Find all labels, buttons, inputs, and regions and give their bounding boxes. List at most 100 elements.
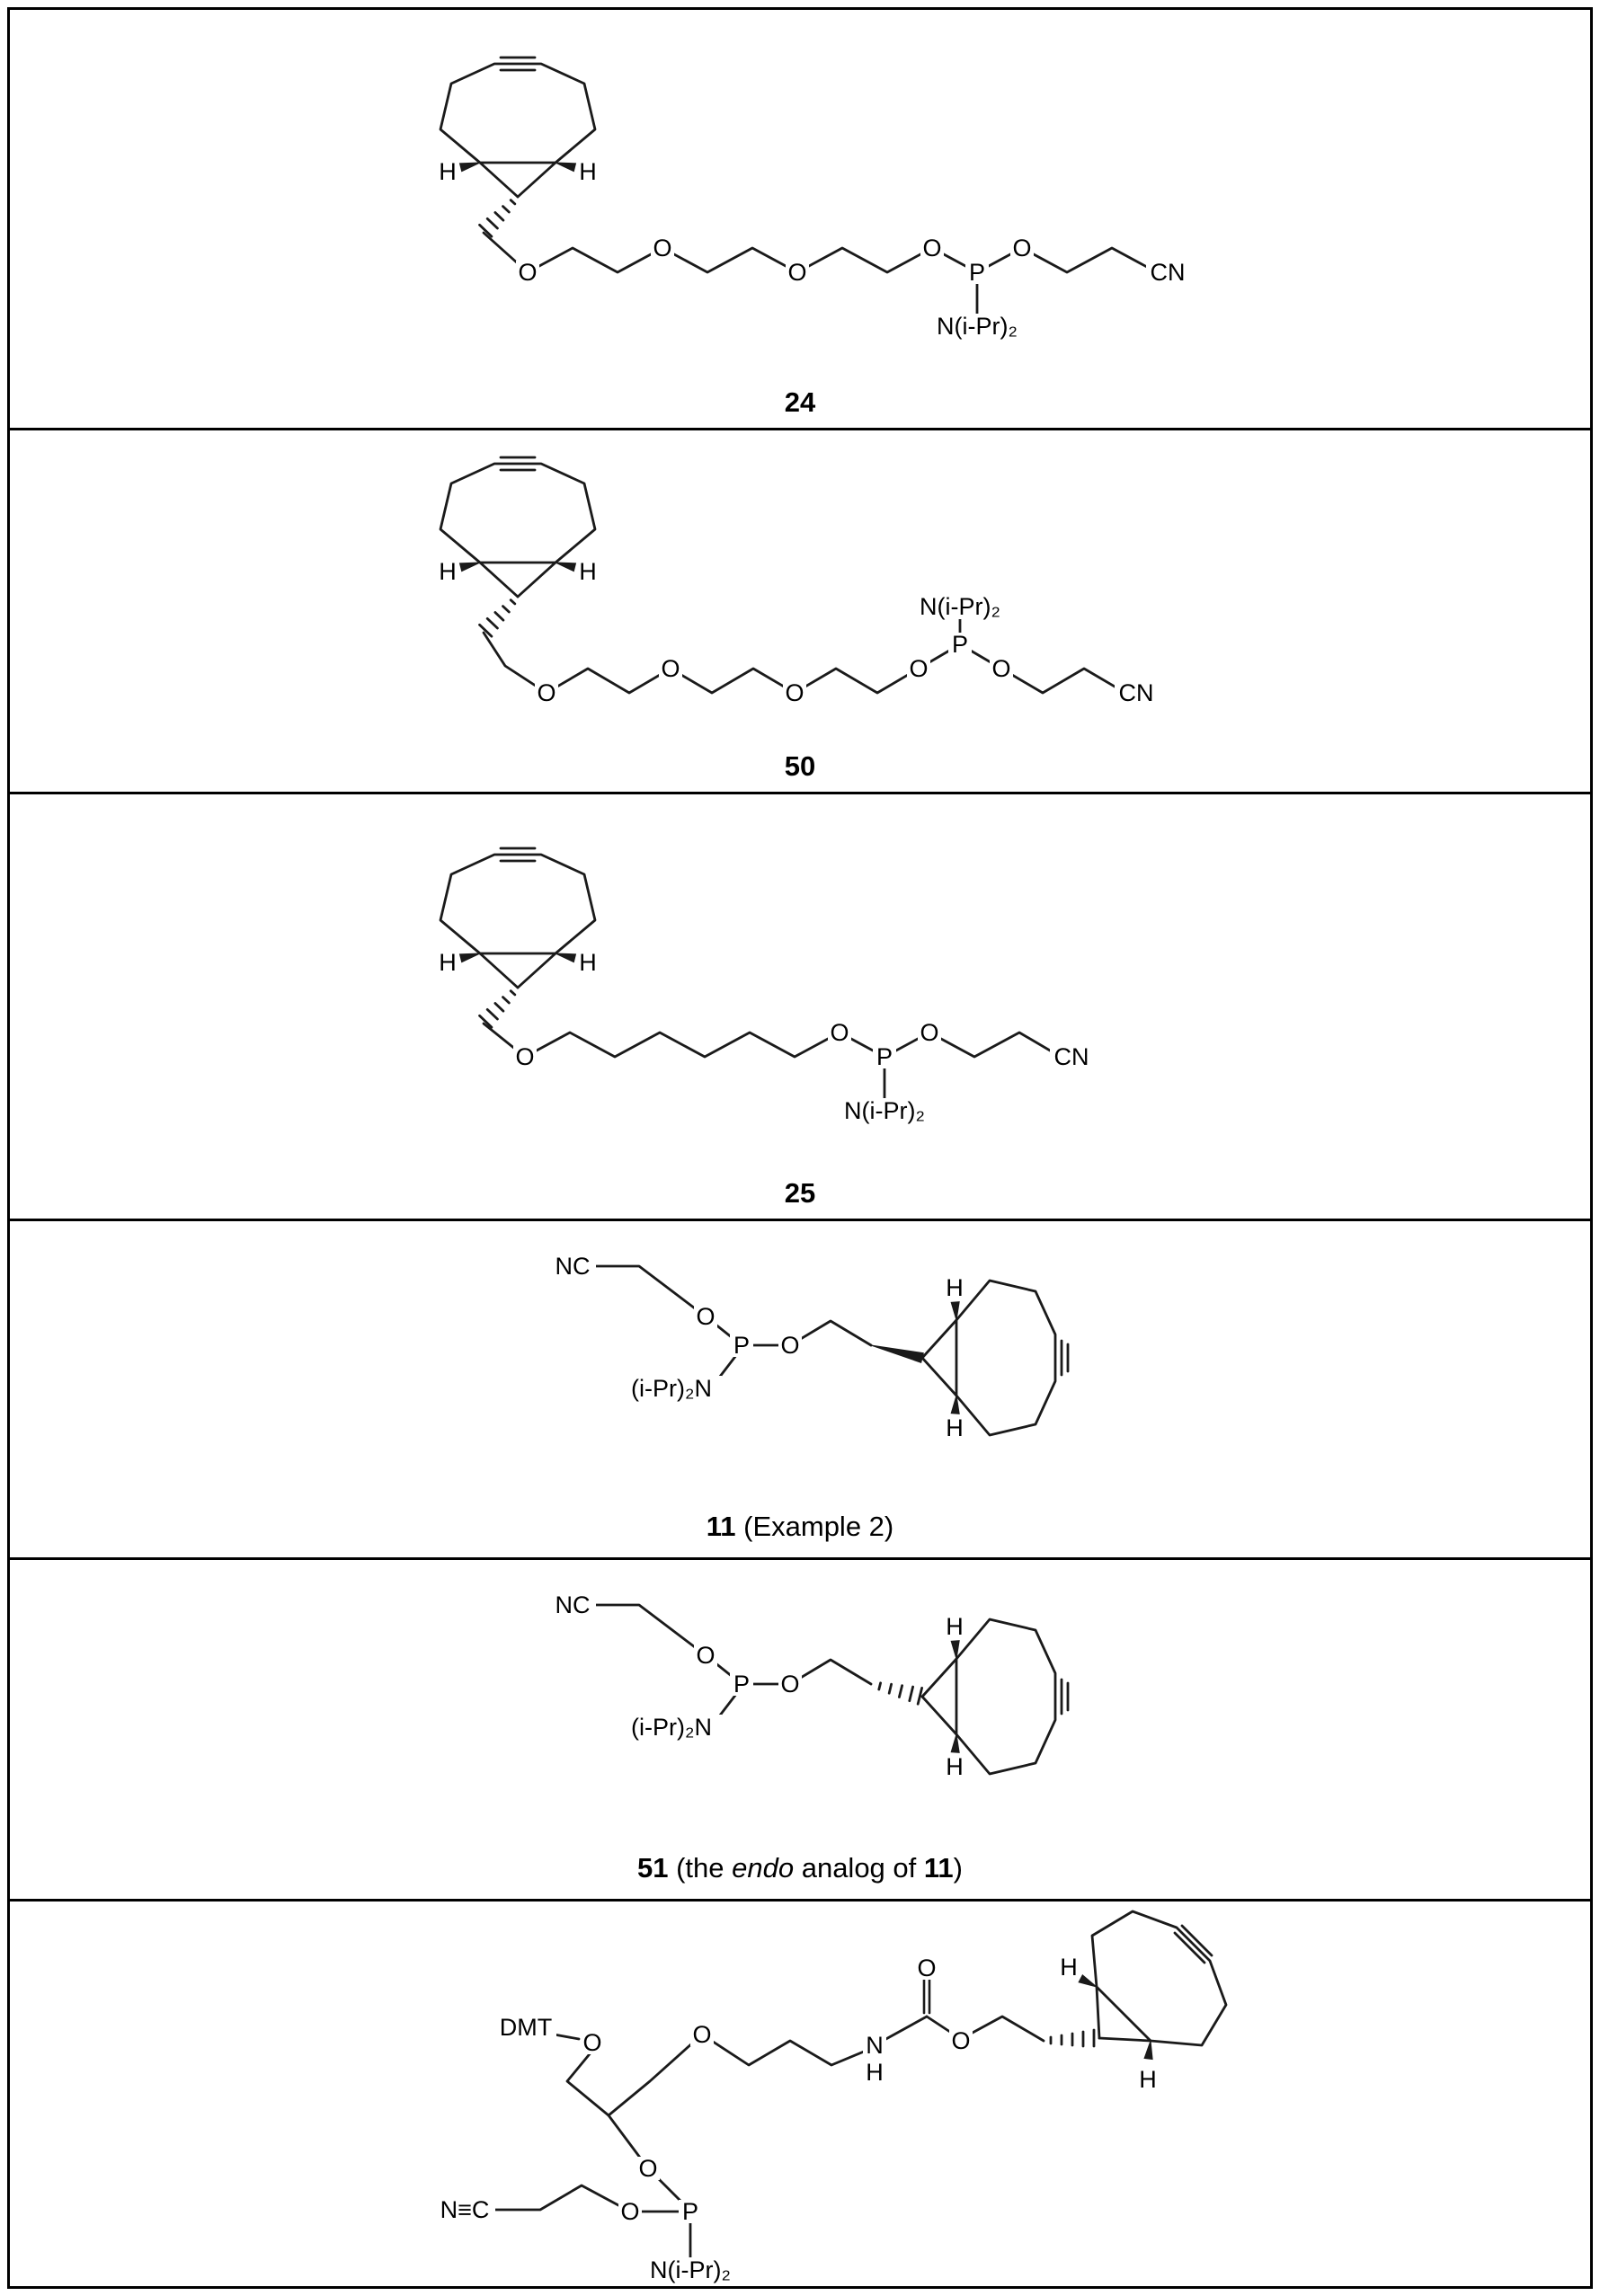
nitrile-label: NC [556, 1253, 591, 1280]
stereo-wedge-hashed [877, 1681, 923, 1706]
atom-label-o: O [1012, 235, 1031, 262]
compound-number: 24 [784, 386, 816, 418]
bcn-group [437, 456, 599, 598]
atom-label-p: P [733, 1332, 750, 1359]
panel-51: NC O P O (i-Pr)₂N 51 (the endo analog of… [10, 1560, 1590, 1902]
atom-label-o: O [922, 235, 941, 262]
ester-chain-bonds [959, 2015, 1045, 2043]
label-masks [549, 1593, 802, 1740]
atom-label-o: O [518, 259, 537, 286]
caption-51: 51 (the endo analog of 11) [10, 1852, 1590, 1884]
panel-11: NC O P O (i-Pr)₂N 11 (Example 2) [10, 1221, 1590, 1560]
cyclopropane-bond [1095, 1985, 1101, 2040]
compound-number: 51 [636, 1852, 669, 1884]
amine-label: (i-Pr)₂N [631, 1375, 712, 1402]
atom-label-o: O [537, 679, 556, 706]
atom-label-o: O [653, 235, 671, 262]
amine-label: N(i-Pr)₂ [920, 593, 1000, 620]
atom-label-o: O [515, 1043, 534, 1070]
linker-chain-bonds [583, 1603, 873, 1686]
bcn-group [437, 847, 599, 989]
compound-ref: 11 [923, 1852, 954, 1884]
caption-25: 25 [10, 1177, 1590, 1210]
caption-text: ) [953, 1852, 963, 1884]
panel-25: O O P O CN N(i-Pr)₂ 25 [10, 794, 1590, 1221]
panel-dmt-amidite: DMT O O N H O O O O P N≡C N(i-Pr)₂ H H [10, 1902, 1590, 2286]
caption-text: analog of [794, 1852, 924, 1884]
stereo-wedge-hashed [478, 598, 517, 638]
structure-11-drawing: NC O P O (i-Pr)₂N [549, 1253, 1070, 1443]
label-masks [513, 1021, 1093, 1123]
label-masks [535, 594, 1158, 705]
stereo-wedge-bold [870, 1344, 924, 1363]
atom-label-p: P [733, 1671, 750, 1698]
atom-label-o: O [780, 1671, 799, 1698]
nitrile-label: N≡C [440, 2196, 490, 2223]
atom-label-o: O [951, 2027, 970, 2054]
amine-label: (i-Pr)₂N [631, 1714, 712, 1741]
nh-h-label: H [866, 2059, 884, 2086]
atom-label-o: O [920, 1019, 938, 1046]
atom-label-o: O [582, 2029, 601, 2056]
caption-11: 11 (Example 2) [10, 1511, 1590, 1543]
compound-number: 25 [784, 1177, 816, 1209]
structures-table-frame: H H H H [7, 7, 1593, 2289]
atom-label-o: O [696, 1303, 715, 1330]
structure-dmt-drawing: DMT O O N H O O O O P N≡C N(i-Pr)₂ H H [434, 1910, 1228, 2283]
propyl-bonds [700, 2033, 876, 2067]
caption-50: 50 [10, 750, 1590, 783]
amine-label: N(i-Pr)₂ [844, 1097, 925, 1124]
atom-label-o: O [696, 1642, 715, 1669]
structure-25-drawing: O O P O CN N(i-Pr)₂ [437, 847, 1093, 1124]
atom-label-o: O [909, 655, 928, 682]
dmt-label: DMT [500, 2014, 552, 2041]
atom-label-o: O [620, 2198, 639, 2225]
nitrile-label: CN [1054, 1043, 1089, 1070]
h-label: H [1139, 2066, 1157, 2093]
atom-label-o: O [692, 2021, 711, 2048]
linker-chain-bonds [482, 231, 1159, 274]
h-stereo-wedge [1143, 2040, 1153, 2061]
cyclopropane-bond [1098, 2036, 1152, 2043]
caption-endo: endo [732, 1852, 795, 1884]
atom-label-p: P [682, 2198, 698, 2225]
cyanoethyl-bonds [493, 2184, 632, 2213]
structure-51-drawing: NC O P O (i-Pr)₂N [549, 1591, 1070, 1782]
atom-label-p: P [969, 259, 985, 286]
stereo-wedge-hashed [478, 199, 517, 238]
compound-number: 11 [706, 1511, 736, 1542]
atom-label-o: O [917, 1955, 936, 1981]
compound-number: 50 [784, 750, 816, 782]
atom-label-p: P [952, 631, 968, 658]
atom-label-o: O [787, 259, 806, 286]
nitrile-label: NC [556, 1591, 591, 1618]
amine-label: N(i-Pr)₂ [937, 313, 1018, 340]
h-label: H [1060, 1954, 1078, 1981]
atom-label-o: O [661, 655, 680, 682]
caption-text: (Example 2) [735, 1511, 894, 1542]
panel-24: O O O O P O CN N(i-Pr)₂ 24 [10, 10, 1590, 430]
label-masks [434, 1956, 973, 2283]
h-stereo-wedge [1078, 1974, 1098, 1988]
triple-bond-line [1180, 1924, 1213, 1957]
stereo-wedge-hashed [1049, 2028, 1096, 2048]
atom-label-o: O [830, 1019, 849, 1046]
label-masks [549, 1254, 802, 1401]
bcn-group [920, 1611, 1070, 1782]
caption-24: 24 [10, 386, 1590, 419]
bcn-group [920, 1272, 1070, 1443]
stereo-wedge-hashed [478, 989, 517, 1029]
nitrile-label: CN [1151, 259, 1186, 286]
atom-label-o: O [780, 1332, 799, 1359]
atom-label-o: O [991, 655, 1010, 682]
structure-24-drawing: O O O O P O CN N(i-Pr)₂ [437, 56, 1189, 340]
amine-label: N(i-Pr)₂ [650, 2256, 731, 2283]
atom-label-p: P [876, 1043, 893, 1070]
triple-bond-line [1173, 1931, 1206, 1964]
atom-label-o: O [638, 2155, 657, 2182]
structure-50-drawing: O O O O P O CN N(i-Pr)₂ [437, 456, 1158, 706]
nitrile-label: CN [1119, 679, 1154, 706]
linker-chain-bonds [482, 1022, 1062, 1059]
caption-text: (the [668, 1852, 733, 1884]
